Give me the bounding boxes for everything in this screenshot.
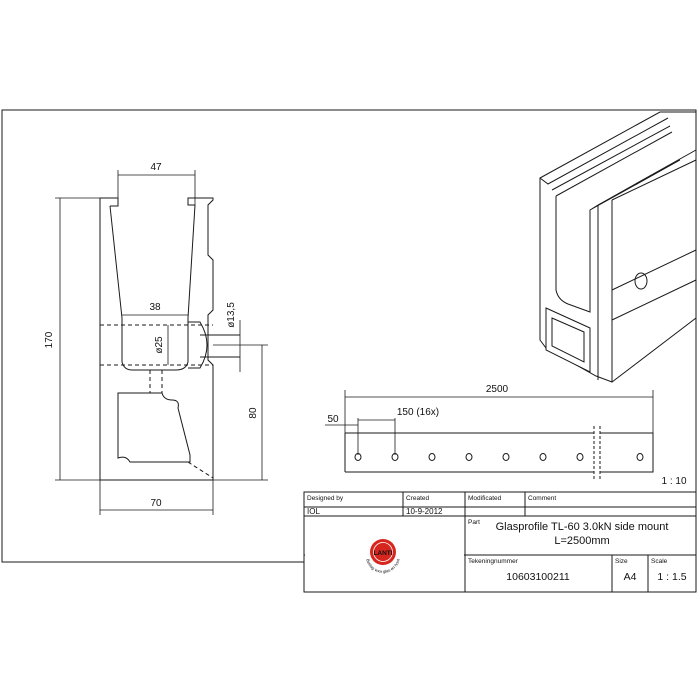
mounting-hole-bore xyxy=(100,324,214,479)
drawing-number-label: Tekeningnummer xyxy=(468,558,519,565)
size-value: A4 xyxy=(624,571,637,583)
logo-text: LANTI xyxy=(373,550,392,557)
size-label: Size xyxy=(615,558,628,565)
lower-chamber xyxy=(117,392,191,463)
mounting-hole-8 xyxy=(636,453,644,461)
profile-side-view xyxy=(344,426,654,480)
dim-top-width: 47 xyxy=(150,162,162,173)
mounting-hole-7 xyxy=(576,453,584,461)
iso-lower-chamber-inner xyxy=(551,317,585,363)
mounting-hole-6 xyxy=(539,453,547,461)
dim-height: 170 xyxy=(44,331,55,348)
scale-value: 1 : 1.5 xyxy=(657,571,686,583)
dim-inner-width: 38 xyxy=(149,302,161,313)
glass-channel xyxy=(109,204,196,371)
dim-first-hole: 50 xyxy=(327,414,339,425)
side-view-outline xyxy=(344,432,654,473)
side-view-scale: 1 : 10 xyxy=(661,476,686,487)
side-view-dimensions xyxy=(325,390,654,455)
scale-label: Scale xyxy=(651,558,668,565)
dim-base-width: 70 xyxy=(150,498,162,509)
iso-face-edges xyxy=(611,249,697,321)
profile-cross-section xyxy=(99,197,240,481)
drawing-number-value: 10603100211 xyxy=(506,571,570,583)
dim-total-length: 2500 xyxy=(486,384,509,395)
dim-hole-height: 80 xyxy=(248,407,259,419)
iso-lower-chamber xyxy=(545,307,591,373)
profile-left-lip xyxy=(100,197,119,207)
cross-section-dimensions xyxy=(55,170,268,515)
mounting-hole-3 xyxy=(428,453,436,461)
profile-isometric-view xyxy=(539,111,697,383)
profile-outer-outline xyxy=(99,197,214,481)
dim-hole-large: ø25 xyxy=(154,336,165,354)
mounting-hole-5 xyxy=(502,453,510,461)
break-lines xyxy=(593,426,601,480)
iso-mounting-hole xyxy=(634,272,648,290)
countersink-outline xyxy=(188,321,208,369)
dim-hole-small: ø13,5 xyxy=(226,302,237,328)
iso-front-face xyxy=(597,159,697,382)
iso-top-lip-lines xyxy=(539,117,673,197)
mounting-hole-4 xyxy=(465,453,473,461)
dim-hole-pitch: 150 (16x) xyxy=(397,407,439,418)
